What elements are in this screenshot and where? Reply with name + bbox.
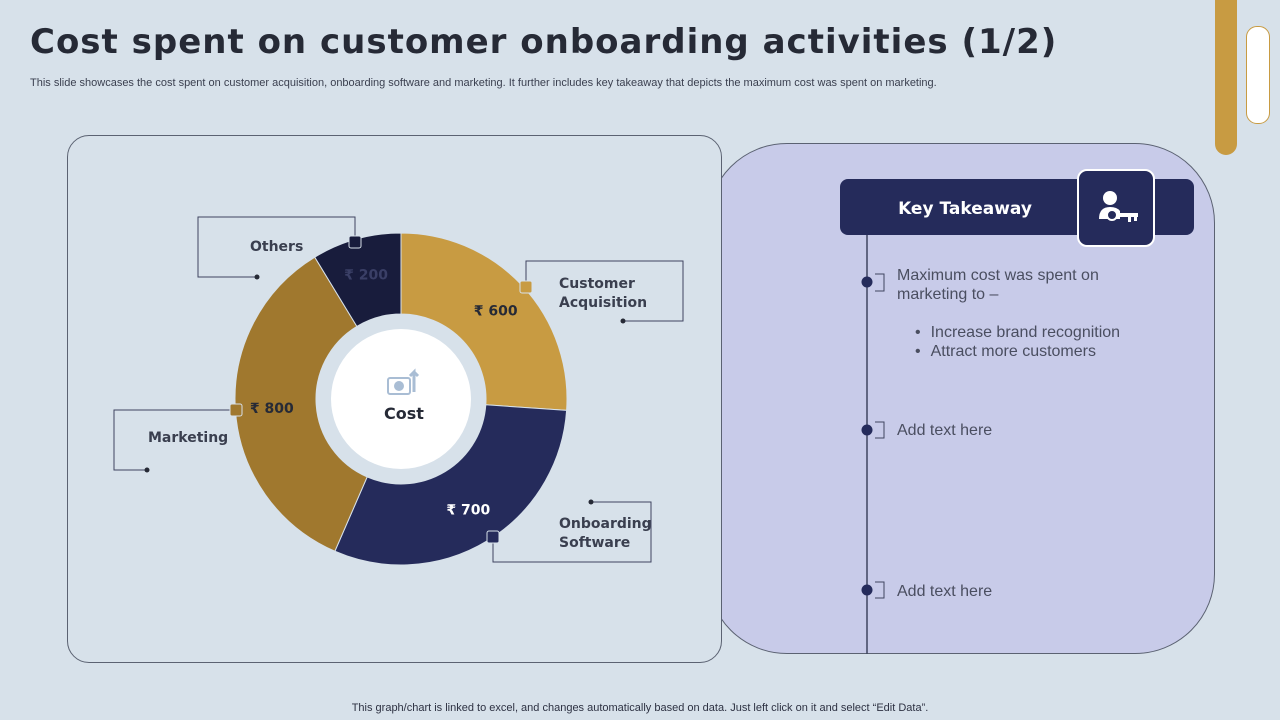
callout-dot bbox=[588, 499, 594, 505]
chart-callouts bbox=[113, 216, 684, 563]
callout-marker bbox=[486, 530, 500, 544]
data-label: ₹ 200 bbox=[344, 267, 388, 283]
user-key-icon bbox=[1099, 191, 1138, 222]
callout-marker bbox=[519, 280, 533, 294]
data-label: ₹ 700 bbox=[446, 503, 490, 519]
takeaway-point-1: Maximum cost was spent on marketing to – bbox=[897, 267, 1099, 303]
page-subtitle: This slide showcases the cost spent on c… bbox=[30, 77, 937, 89]
donut-slices bbox=[234, 232, 568, 566]
callout-line bbox=[525, 260, 684, 322]
takeaway-bullet: Attract more customers bbox=[915, 342, 1120, 361]
decorative-gold-bar bbox=[1215, 0, 1237, 155]
donut-center bbox=[331, 329, 471, 469]
footer-note: This graph/chart is linked to excel, and… bbox=[351, 702, 929, 714]
callout-marker bbox=[348, 235, 362, 249]
key-takeaway-icon-box bbox=[1077, 169, 1155, 247]
takeaway-bullet: Increase brand recognition bbox=[915, 323, 1120, 342]
callout-dot bbox=[144, 467, 150, 473]
key-takeaway-title: Key Takeaway bbox=[898, 199, 1032, 219]
callout-line bbox=[113, 409, 236, 471]
callout-line bbox=[492, 501, 652, 563]
category-label: Others bbox=[250, 239, 303, 255]
donut-center-label: Cost bbox=[384, 404, 424, 423]
callout-dot bbox=[620, 318, 626, 324]
takeaway-point-3[interactable]: Add text here bbox=[897, 583, 993, 600]
takeaway-bullet-list: Increase brand recognition Attract more … bbox=[915, 323, 1120, 361]
decorative-white-bar bbox=[1246, 26, 1270, 124]
category-label: Marketing bbox=[148, 430, 228, 446]
money-growth-icon bbox=[387, 368, 420, 395]
takeaway-point-2[interactable]: Add text here bbox=[897, 422, 993, 439]
callout-dot bbox=[254, 274, 260, 280]
data-label: ₹ 600 bbox=[474, 304, 518, 320]
page-title: Cost spent on customer onboarding activi… bbox=[30, 22, 1058, 62]
callout-marker bbox=[229, 403, 243, 417]
data-label: ₹ 800 bbox=[250, 401, 294, 417]
callout-line bbox=[197, 216, 356, 278]
